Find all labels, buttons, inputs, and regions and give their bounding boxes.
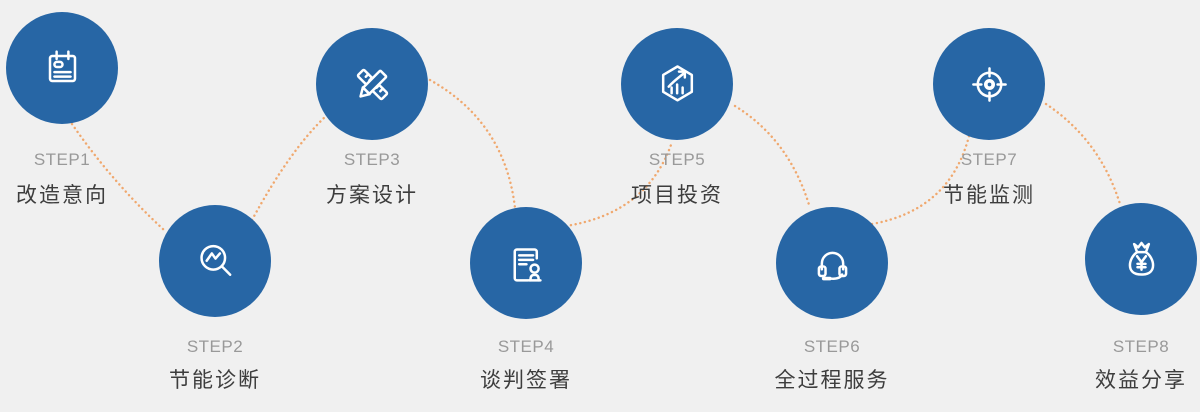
- target-icon: [971, 66, 1007, 102]
- step-name: 节能监测: [943, 184, 1035, 207]
- connector-line: [564, 140, 674, 228]
- step-number: STEP8: [1112, 337, 1170, 356]
- step-8-circle: [1085, 203, 1197, 315]
- clipboard-icon: [48, 49, 76, 82]
- step-number: STEP3: [343, 150, 401, 169]
- ruler-pencil-icon: [356, 68, 388, 100]
- connector-line: [733, 104, 812, 210]
- step-number: STEP6: [803, 337, 861, 356]
- step-name: 改造意向: [16, 184, 108, 207]
- step-7: STEP7 节能监测: [879, 0, 1099, 412]
- connector-line: [70, 122, 166, 232]
- step-7-circle: [933, 28, 1045, 140]
- step-name: 效益分享: [1095, 369, 1187, 392]
- step-name: 项目投资: [631, 184, 723, 207]
- hexagon-chart-icon: [661, 64, 693, 102]
- step-4: STEP4 谈判签署: [416, 0, 636, 412]
- step-2: STEP2 节能诊断: [105, 0, 325, 412]
- step-4-circle: [470, 207, 582, 319]
- connector-line: [250, 114, 328, 222]
- step-5: STEP5 项目投资: [567, 0, 787, 412]
- step-number: STEP5: [648, 150, 706, 169]
- connector-line: [428, 78, 517, 210]
- step-name: 全过程服务: [774, 369, 890, 392]
- contract-stamp-icon: [513, 247, 542, 282]
- step-number: STEP2: [186, 337, 244, 356]
- step-3: STEP3 方案设计: [262, 0, 482, 412]
- money-bag-icon: [1128, 241, 1154, 276]
- step-1: STEP1 改造意向: [0, 0, 172, 412]
- step-name: 节能诊断: [169, 369, 261, 392]
- step-name: 谈判签署: [480, 369, 572, 392]
- connector-line: [1044, 102, 1122, 206]
- step-6-circle: [776, 207, 888, 319]
- headset-icon: [817, 251, 847, 280]
- step-name: 方案设计: [326, 184, 418, 207]
- step-3-circle: [316, 28, 428, 140]
- step-5-circle: [621, 28, 733, 140]
- step-number: STEP1: [33, 150, 91, 169]
- step-number: STEP7: [960, 150, 1018, 169]
- magnifier-trend-icon: [199, 244, 231, 276]
- step-number: STEP4: [497, 337, 555, 356]
- step-1-circle: [6, 12, 118, 124]
- step-2-circle: [159, 205, 271, 317]
- step-8: STEP8 效益分享: [1031, 0, 1200, 412]
- step-6: STEP6 全过程服务: [722, 0, 942, 412]
